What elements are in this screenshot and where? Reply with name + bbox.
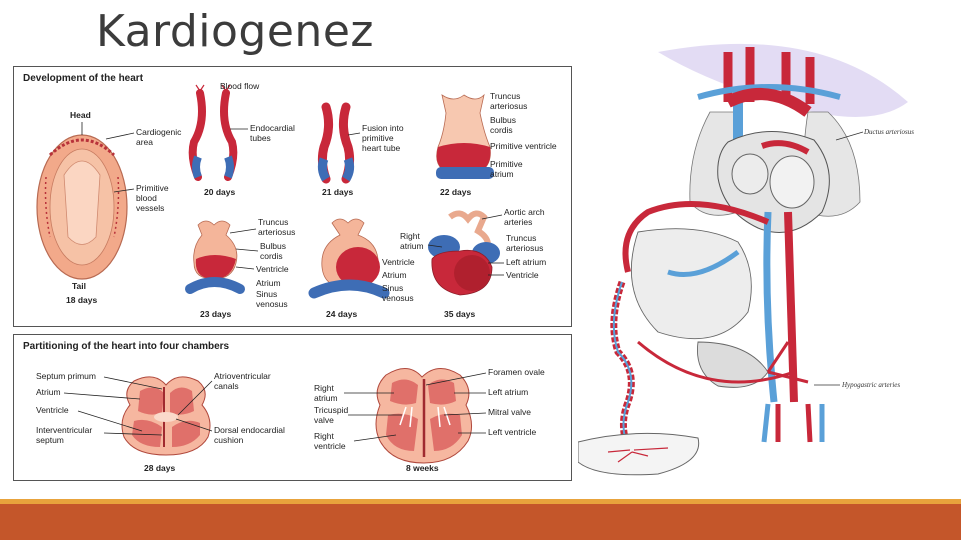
label-head: Head: [70, 110, 91, 120]
label-left-ventricle: Left ventricle: [488, 427, 536, 437]
fetal-circulation-illustration: Ductus arteriosus Hypogastric arteries: [578, 43, 914, 476]
partitioning-heading: Partitioning of the heart into four cham…: [23, 341, 230, 352]
label-atrium-24: Atrium: [382, 270, 407, 280]
heart-8-weeks: [375, 368, 472, 464]
label-tricuspid-2: valve: [314, 415, 334, 425]
slide-title: Kardiogenez: [96, 6, 374, 57]
label-sinus-23-2: venosus: [256, 299, 288, 309]
label-blood-flow: Blood flow: [220, 81, 260, 91]
label-foramen-ovale: Foramen ovale: [488, 367, 545, 377]
label-truncus-23-1: Truncus: [258, 217, 288, 227]
label-bulbus-23-2: cordis: [260, 251, 283, 261]
label-fusion-3: heart tube: [362, 143, 401, 153]
label-cardiogenic-2: area: [136, 137, 153, 147]
label-sinus-23-1: Sinus: [256, 289, 277, 299]
label-bulbus-22-1: Bulbus: [490, 115, 516, 125]
label-truncus-35-1: Truncus: [506, 233, 536, 243]
caption-22-days: 22 days: [440, 187, 471, 197]
label-endocardial-1: Endocardial: [250, 123, 295, 133]
label-truncus-22-2: arteriosus: [490, 101, 527, 111]
label-interventricular-1: Interventricular: [36, 425, 92, 435]
label-sinus-24-2: venosus: [382, 293, 414, 303]
caption-35-days: 35 days: [444, 309, 475, 319]
label-hypogastric-arteries: Hypogastric arteries: [841, 381, 900, 389]
label-right-atrium-2: atrium: [314, 393, 338, 403]
label-sinus-24-1: Sinus: [382, 283, 403, 293]
partitioning-panel: Partitioning of the heart into four cham…: [13, 334, 572, 481]
label-right-atrium-1: Right: [314, 383, 334, 393]
label-ventricle-35: Ventricle: [506, 270, 539, 280]
caption-23-days: 23 days: [200, 309, 231, 319]
label-primitive-blood-2: blood: [136, 193, 157, 203]
caption-18-days: 18 days: [66, 295, 97, 305]
label-left-atrium: Left atrium: [488, 387, 528, 397]
development-panel: Development of the heart Head Cardiogeni…: [13, 66, 572, 327]
caption-20-days: 20 days: [204, 187, 235, 197]
label-truncus-22-1: Truncus: [490, 91, 520, 101]
label-fusion-1: Fusion into: [362, 123, 404, 133]
label-right-ventricle-2: ventricle: [314, 441, 346, 451]
heart-28-days: [121, 376, 211, 456]
label-endocardial-2: tubes: [250, 133, 271, 143]
label-primitive-ventricle: Primitive ventricle: [490, 141, 557, 151]
label-dorsal-2: cushion: [214, 435, 244, 445]
label-right-atrium-35-1: Right: [400, 231, 420, 241]
embryo-18-days: [36, 134, 128, 280]
label-atrium-23: Atrium: [256, 278, 281, 288]
label-ventricle-24: Ventricle: [382, 257, 415, 267]
label-primitive-blood-1: Primitive: [136, 183, 169, 193]
label-primitive-atrium-2: atrium: [490, 169, 514, 179]
label-ventricle: Ventricle: [36, 405, 69, 415]
label-septum-primum: Septum primum: [36, 371, 96, 381]
endocardial-tubes-20-days: [188, 84, 238, 181]
caption-8-weeks: 8 weeks: [406, 463, 439, 473]
caption-28-days: 28 days: [144, 463, 175, 473]
label-truncus-35-2: arteriosus: [506, 243, 543, 253]
development-diagram: Head Cardiogenic area Primitive blood ve…: [36, 81, 557, 319]
development-heading: Development of the heart: [23, 73, 144, 84]
label-aortic-2: arteries: [504, 217, 532, 227]
caption-24-days: 24 days: [326, 309, 357, 319]
label-aortic-1: Aortic arch: [504, 207, 545, 217]
label-bulbus-22-2: cordis: [490, 125, 513, 135]
label-ductus-arteriosus: Ductus arteriosus: [863, 128, 914, 136]
footer-accent-line: [0, 499, 961, 504]
label-fusion-2: primitive: [362, 133, 394, 143]
label-ventricle-23: Ventricle: [256, 264, 289, 274]
label-av-canals-1: Atrioventricular: [214, 371, 271, 381]
label-primitive-blood-3: vessels: [136, 203, 164, 213]
label-truncus-23-2: arteriosus: [258, 227, 295, 237]
label-interventricular-2: septum: [36, 435, 64, 445]
heart-tube-21-days: [317, 102, 355, 184]
label-tricuspid-1: Tricuspid: [314, 405, 348, 415]
heart-35-days: [428, 210, 500, 296]
label-primitive-atrium-1: Primitive: [490, 159, 523, 169]
label-av-canals-2: canals: [214, 381, 239, 391]
heart-24-days: [308, 218, 390, 299]
label-mitral-valve: Mitral valve: [488, 407, 531, 417]
footer-bar: [0, 504, 961, 540]
label-dorsal-1: Dorsal endocardial: [214, 425, 285, 435]
caption-21-days: 21 days: [322, 187, 353, 197]
label-right-ventricle-1: Right: [314, 431, 334, 441]
label-left-atrium-35: Left atrium: [506, 257, 546, 267]
heart-23-days: [185, 220, 245, 294]
label-bulbus-23-1: Bulbus: [260, 241, 286, 251]
label-tail: Tail: [72, 281, 86, 291]
label-right-atrium-35-2: atrium: [400, 241, 424, 251]
label-atrium: Atrium: [36, 387, 61, 397]
partitioning-diagram: Septum primum Atrium Ventricle Intervent…: [36, 367, 545, 473]
heart-22-days: [436, 93, 494, 179]
label-cardiogenic-1: Cardiogenic: [136, 127, 182, 137]
